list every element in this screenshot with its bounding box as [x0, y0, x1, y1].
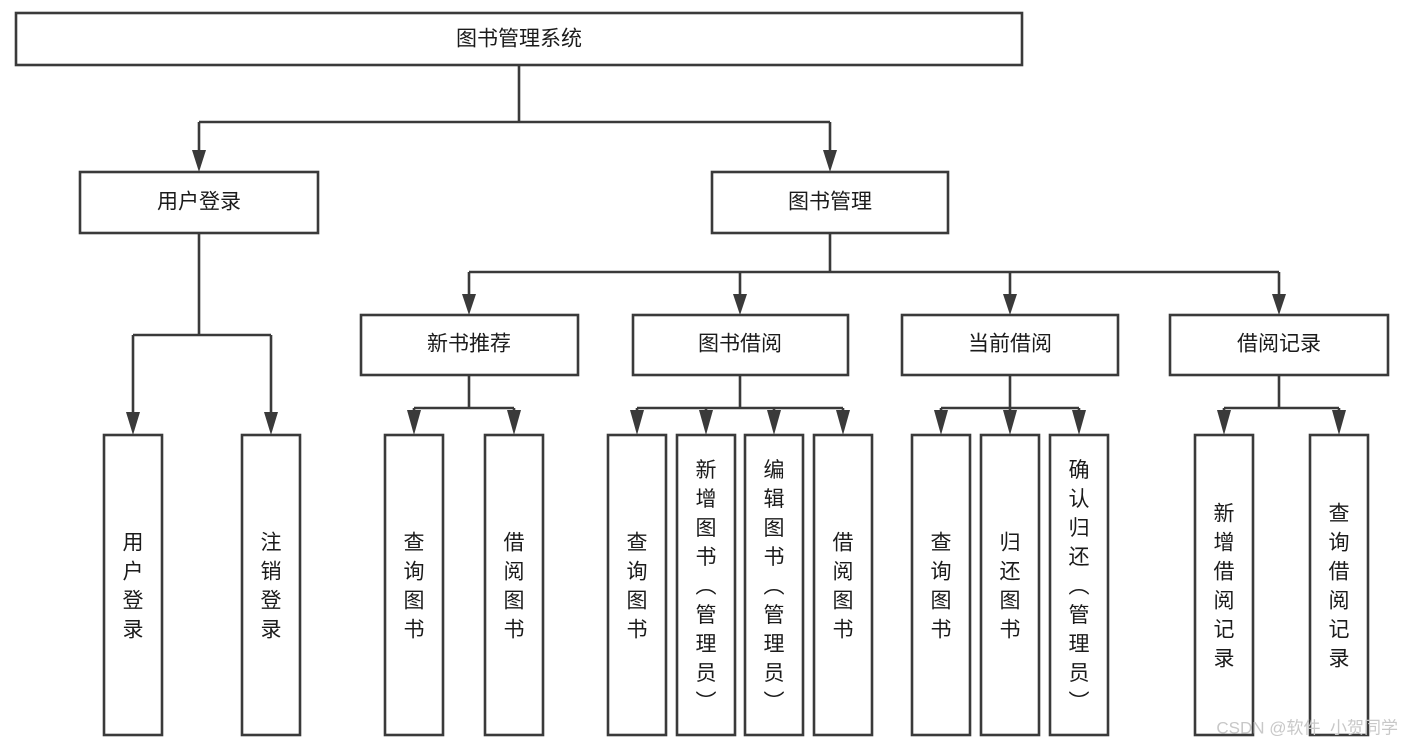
arrow-head-leaf-current-borrow-1 — [934, 410, 948, 435]
arrow-head-leaf-book-borrow-1 — [630, 410, 644, 435]
leaf-node-user-login-2[interactable]: 注销登录 — [240, 433, 302, 737]
arrow-head-current-borrow — [1003, 294, 1017, 315]
node-label-new-book-recommend: 新书推荐 — [427, 333, 511, 356]
leaf-label-book-borrow-3: 编辑图书︵管理员︶ — [764, 459, 785, 714]
arrow-head-leaf-book-borrow-4 — [836, 410, 850, 435]
leaf-label-new-book-recommend-1: 查询图书 — [404, 532, 425, 642]
leaf-label-book-borrow-1: 查询图书 — [627, 532, 648, 642]
node-box-book-borrow[interactable] — [631, 313, 850, 377]
leaf-node-book-borrow-1[interactable]: 查询图书 — [606, 433, 668, 737]
leaf-box-new-book-recommend-2[interactable] — [483, 433, 545, 737]
leaf-node-borrow-record-1[interactable]: 新增借阅记录 — [1193, 433, 1255, 737]
leaf-box-book-borrow-3[interactable] — [743, 433, 805, 737]
leaf-box-new-book-recommend-1[interactable] — [383, 433, 445, 737]
node-label-root: 图书管理系统 — [456, 28, 582, 51]
leaf-node-current-borrow-3[interactable]: 确认归还︵管理员︶ — [1048, 433, 1110, 737]
arrow-head-leaf-current-borrow-2 — [1003, 410, 1017, 435]
node-user-login[interactable]: 用户登录 — [78, 170, 320, 235]
leaf-node-book-borrow-3[interactable]: 编辑图书︵管理员︶ — [743, 433, 805, 737]
leaf-label-current-borrow-3: 确认归还︵管理员︶ — [1069, 459, 1090, 714]
leaf-node-book-borrow-2[interactable]: 新增图书︵管理员︶ — [675, 433, 737, 737]
node-label-book-borrow: 图书借阅 — [698, 333, 782, 356]
node-book-manage[interactable]: 图书管理 — [710, 170, 950, 235]
leaf-box-book-borrow-4[interactable] — [812, 433, 874, 737]
node-label-user-login: 用户登录 — [157, 191, 241, 214]
node-label-current-borrow: 当前借阅 — [968, 333, 1052, 356]
leaf-box-current-borrow-2[interactable] — [979, 433, 1041, 737]
leaf-label-borrow-record-1: 新增借阅记录 — [1214, 503, 1235, 671]
csdn-watermark: CSDN @软件_小贺同学 — [1216, 718, 1398, 737]
node-current-borrow[interactable]: 当前借阅 — [900, 313, 1120, 377]
leaf-box-current-borrow-1[interactable] — [910, 433, 972, 737]
arrow-head-borrow-record — [1272, 294, 1286, 315]
leaf-box-user-login-2[interactable] — [240, 433, 302, 737]
leaf-label-book-borrow-4: 借阅图书 — [833, 532, 854, 642]
leaf-node-user-login-1[interactable]: 用户登录 — [102, 433, 164, 737]
arrow-head-new-book-recommend — [462, 294, 476, 315]
leaf-label-borrow-record-2: 查询借阅记录 — [1329, 503, 1350, 671]
leaf-node-new-book-recommend-2[interactable]: 借阅图书 — [483, 433, 545, 737]
arrow-head-leaf-new-book-2 — [507, 410, 521, 435]
arrow-head-book-borrow — [733, 294, 747, 315]
node-new-book-recommend[interactable]: 新书推荐 — [359, 313, 580, 377]
leaf-node-book-borrow-4[interactable]: 借阅图书 — [812, 433, 874, 737]
arrow-head-leaf-book-borrow-3 — [767, 410, 781, 435]
node-box-current-borrow[interactable] — [900, 313, 1120, 377]
arrow-head-leaf-borrow-record-2 — [1332, 410, 1346, 435]
node-box-user-login[interactable] — [78, 170, 320, 235]
connector-layer — [126, 65, 1346, 435]
node-borrow-record[interactable]: 借阅记录 — [1168, 313, 1390, 377]
leaf-label-book-borrow-2: 新增图书︵管理员︶ — [696, 459, 717, 714]
leaf-label-user-login-1: 用户登录 — [123, 532, 144, 642]
leaf-box-current-borrow-3[interactable] — [1048, 433, 1110, 737]
leaf-box-borrow-record-1[interactable] — [1193, 433, 1255, 737]
leaf-label-current-borrow-1: 查询图书 — [931, 532, 952, 642]
leaf-node-current-borrow-1[interactable]: 查询图书 — [910, 433, 972, 737]
node-box-book-manage[interactable] — [710, 170, 950, 235]
node-label-book-manage: 图书管理 — [788, 191, 872, 214]
arrow-head-leaf-book-borrow-2 — [699, 410, 713, 435]
node-root-book-management-system[interactable]: 图书管理系统 — [14, 11, 1024, 67]
leaf-box-book-borrow-1[interactable] — [606, 433, 668, 737]
leaf-node-borrow-record-2[interactable]: 查询借阅记录 — [1308, 433, 1370, 737]
node-box-root[interactable] — [14, 11, 1024, 67]
leaf-label-user-login-2: 注销登录 — [261, 532, 282, 642]
leaf-box-user-login-1[interactable] — [102, 433, 164, 737]
node-box-new-book-recommend[interactable] — [359, 313, 580, 377]
node-book-borrow[interactable]: 图书借阅 — [631, 313, 850, 377]
arrow-head-user-login — [192, 150, 206, 172]
leaf-label-current-borrow-2: 归还图书 — [1000, 532, 1021, 642]
node-box-borrow-record[interactable] — [1168, 313, 1390, 377]
leaf-node-new-book-recommend-1[interactable]: 查询图书 — [383, 433, 445, 737]
arrow-head-book-manage — [823, 150, 837, 172]
arrow-head-leaf-new-book-1 — [407, 410, 421, 435]
leaf-node-current-borrow-2[interactable]: 归还图书 — [979, 433, 1041, 737]
arrow-head-leaf-borrow-record-1 — [1217, 410, 1231, 435]
leaf-box-borrow-record-2[interactable] — [1308, 433, 1370, 737]
leaf-box-book-borrow-2[interactable] — [675, 433, 737, 737]
leaf-label-new-book-recommend-2: 借阅图书 — [504, 532, 525, 642]
arrow-head-leaf-user-login-1 — [126, 412, 140, 435]
arrow-head-leaf-user-login-2 — [264, 412, 278, 435]
arrow-head-leaf-current-borrow-3 — [1072, 410, 1086, 435]
node-label-borrow-record: 借阅记录 — [1237, 333, 1321, 356]
